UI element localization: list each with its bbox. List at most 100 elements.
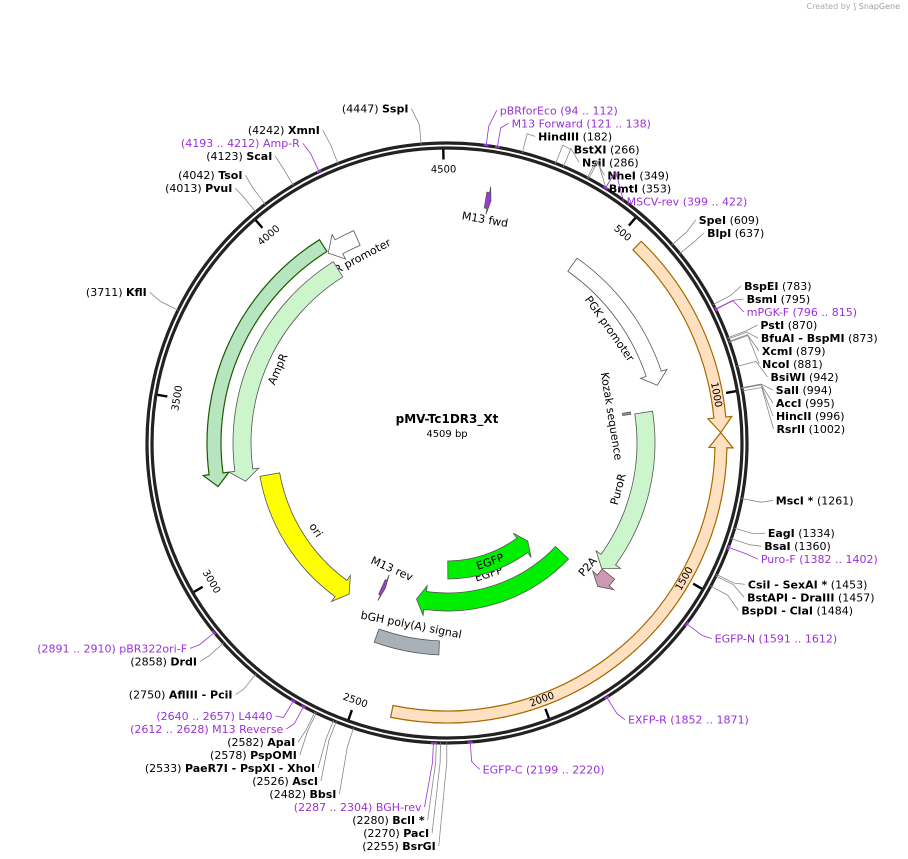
tick-500 <box>628 217 637 227</box>
tick-label-1500: 1500 <box>674 565 696 593</box>
site-bsrgi[interactable]: (2255) BsrGI <box>362 840 436 853</box>
site-sali[interactable]: SalI (994) <box>776 384 832 397</box>
site-bstapi-draiii[interactable]: BstAPI - DraIII (1457) <box>747 591 874 604</box>
site-spei[interactable]: SpeI (609) <box>699 214 759 227</box>
site-paer7i-pspxi-xhoi[interactable]: (2533) PaeR7I - PspXI - XhoI <box>145 762 315 775</box>
site-pvui[interactable]: (4013) PvuI <box>165 182 232 195</box>
site-xcmi[interactable]: XcmI (879) <box>762 345 826 358</box>
site-leader-nsii <box>562 147 580 168</box>
site-bspdi-clai[interactable]: BspDI - ClaI (1484) <box>741 604 853 617</box>
site-l4440[interactable]: (2640 .. 2657) L4440 <box>156 710 272 723</box>
site-leader-acci <box>741 384 774 404</box>
site-puro-f[interactable]: Puro-F (1382 .. 1402) <box>761 553 878 566</box>
site-bfuai-bspmi[interactable]: BfuAI - BspMI (873) <box>761 332 878 345</box>
site-bspei[interactable]: BspEI (783) <box>744 280 812 293</box>
site-leader-amp-r <box>302 142 320 173</box>
site-leader-csii-sexai <box>715 573 745 585</box>
site-asci[interactable]: (2526) AscI <box>252 775 318 788</box>
tick-3500 <box>157 393 168 398</box>
site-bstxi[interactable]: BstXI (266) <box>574 143 640 156</box>
feature-ori[interactable] <box>259 472 351 603</box>
site-msci[interactable]: MscI * (1261) <box>776 494 854 507</box>
site-leader-bspdi-clai <box>710 585 739 611</box>
site-hincii[interactable]: HincII (996) <box>776 410 845 423</box>
site-leader-eagi <box>734 527 765 535</box>
site-eagi[interactable]: EagI (1334) <box>768 527 835 540</box>
site-blpi[interactable]: BlpI (637) <box>707 227 764 240</box>
site-scai[interactable]: (4123) ScaI <box>206 150 272 163</box>
site-drdi[interactable]: (2858) DrdI <box>130 655 197 668</box>
site-leader-puro-f <box>727 546 758 560</box>
primer-mark-pbrforeco <box>483 143 489 147</box>
site-bmti[interactable]: BmtI (353) <box>609 182 671 195</box>
site-leader-psti <box>727 324 758 339</box>
tick-4000 <box>254 219 264 229</box>
site-leader-nhei <box>586 159 605 179</box>
site-bsiwi[interactable]: BsiWI (942) <box>771 371 839 384</box>
feature-kozak-sequence[interactable] <box>622 411 632 416</box>
site-xmni[interactable]: (4242) XmnI <box>248 124 320 137</box>
tick-3000 <box>193 585 204 593</box>
site-paci[interactable]: (2270) PacI <box>363 827 429 840</box>
feature-bgh-poly-a-signal[interactable] <box>373 628 440 656</box>
site-ncoi[interactable]: NcoI (881) <box>762 358 822 371</box>
site-egfp-n[interactable]: EGFP-N (1591 .. 1612) <box>715 633 837 646</box>
feature-label-puror: PuroR <box>608 472 629 507</box>
site-csii-sexai[interactable]: CsiI - SexAI * (1453) <box>748 578 867 591</box>
feature-egfp-2[interactable] <box>447 532 532 580</box>
site-bgh-rev[interactable]: (2287 .. 2304) BGH-rev <box>294 801 422 814</box>
feature-egfp[interactable] <box>416 545 570 617</box>
watermark-created-by: Created by <box>806 2 851 11</box>
site-leader-bsmi <box>714 298 744 310</box>
site-pbrforeco[interactable]: pBRforEco (94 .. 112) <box>500 104 618 117</box>
site-leader-tsoi <box>245 175 266 205</box>
site-bbsi[interactable]: (2482) BbsI <box>269 788 336 801</box>
site-apai[interactable]: (2582) ApaI <box>227 736 295 749</box>
site-leader-afliii-pcii <box>235 673 257 695</box>
site-m13-forward[interactable]: M13 Forward (121 .. 138) <box>512 117 651 130</box>
overlay-arc-3 <box>389 431 735 724</box>
site-nhei[interactable]: NheI (349) <box>607 169 669 182</box>
tick-label-3500: 3500 <box>170 385 185 412</box>
site-rsrii[interactable]: RsrII (1002) <box>776 423 845 436</box>
site-leader-bsiwi <box>736 360 768 378</box>
site-mscv-rev[interactable]: MSCV-rev (399 .. 422) <box>627 195 748 208</box>
site-leader-hindiii <box>521 133 536 154</box>
site-egfp-c[interactable]: EGFP-C (2199 .. 2220) <box>483 764 605 777</box>
site-pbr322ori-f[interactable]: (2891 .. 2910) pBR322ori-F <box>37 642 187 655</box>
feature-p2a[interactable] <box>591 568 616 591</box>
site-leader-drdi <box>199 642 225 662</box>
feature-m13-fwd[interactable] <box>483 186 492 215</box>
site-kfli[interactable]: (3711) KflI <box>86 286 147 299</box>
site-leader-ncoi <box>728 334 760 365</box>
site-nsii[interactable]: NsiI (286) <box>582 156 639 169</box>
site-amp-r[interactable]: (4193 .. 4212) Amp-R <box>181 137 300 150</box>
site-bsai[interactable]: BsaI (1360) <box>764 540 831 553</box>
site-m13-reverse[interactable]: (2612 .. 2628) M13 Reverse <box>130 723 283 736</box>
site-bsmi[interactable]: BsmI (795) <box>747 293 811 306</box>
site-leader-pbr322ori-f <box>189 631 216 649</box>
site-leader-hincii <box>741 384 774 417</box>
site-leader-bstxi <box>555 144 571 164</box>
site-psti[interactable]: PstI (870) <box>760 319 817 332</box>
site-mpgk-f[interactable]: mPGK-F (796 .. 815) <box>747 306 857 319</box>
site-leader-pvui <box>235 187 257 213</box>
site-tsoi[interactable]: (4042) TsoI <box>178 169 242 182</box>
site-bcli[interactable]: (2280) BclI * <box>352 814 425 827</box>
site-hindiii[interactable]: HindIII (182) <box>538 130 612 143</box>
site-pspomi[interactable]: (2578) PspOMI <box>210 749 297 762</box>
primer-mark-m13-forward <box>494 145 500 149</box>
site-leader-mscv-rev <box>604 170 625 202</box>
site-exfp-r[interactable]: EXFP-R (1852 .. 1871) <box>628 714 749 727</box>
site-leader-bstapi-draiii <box>715 575 745 598</box>
site-afliii-pcii[interactable]: (2750) AflIII - PciI <box>129 689 233 702</box>
feature-ampr-promoter[interactable] <box>327 230 361 260</box>
feature-puror[interactable] <box>595 410 656 569</box>
feature-pgk-promoter[interactable] <box>567 257 668 386</box>
site-sspi[interactable]: (4447) SspI <box>342 103 409 116</box>
sites-layer: pBRforEco (94 .. 112)M13 Forward (121 ..… <box>37 103 878 853</box>
tick-label-1000: 1000 <box>708 381 723 408</box>
feature-m13-rev[interactable] <box>377 574 390 601</box>
site-acci[interactable]: AccI (995) <box>776 397 835 410</box>
feature-ampr[interactable] <box>227 261 344 482</box>
